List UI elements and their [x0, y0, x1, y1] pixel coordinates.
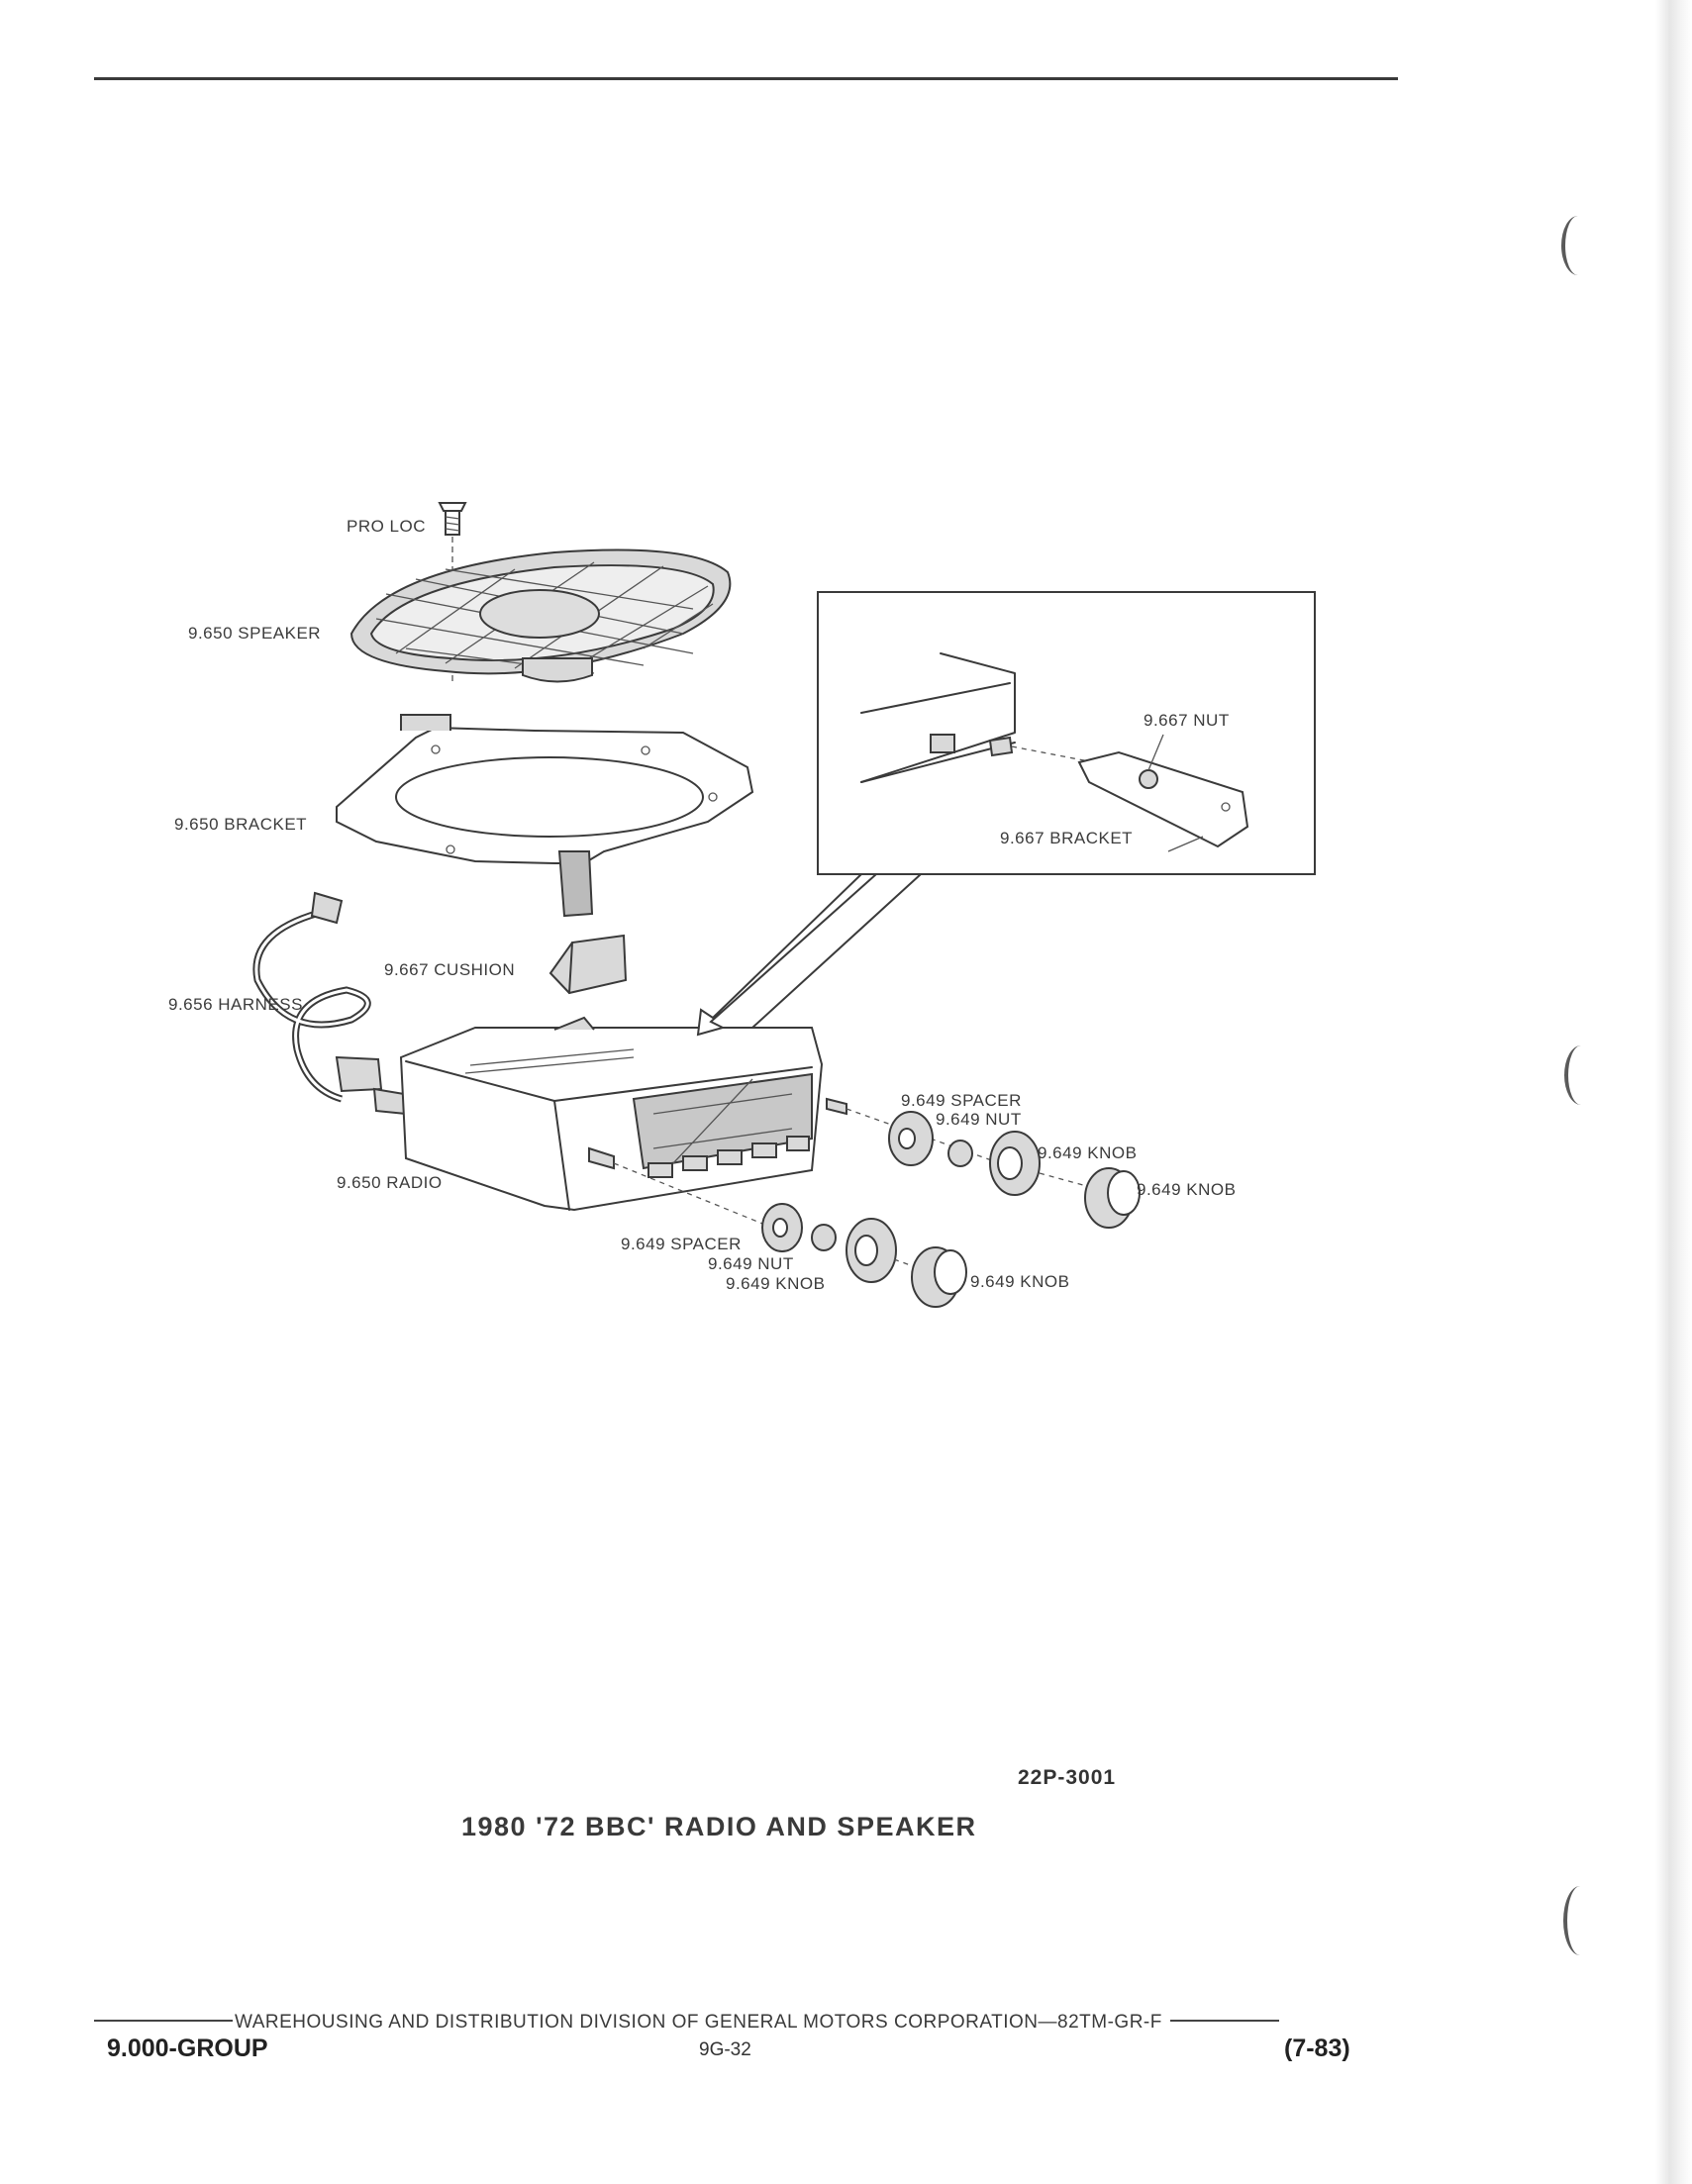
inset-callout-arrow — [696, 873, 922, 1037]
footer-rule-left — [94, 2019, 233, 2022]
footer-page-number: 9G-32 — [699, 2039, 751, 2060]
label-inset-bracket: 9.667 BRACKET — [1000, 829, 1133, 847]
label-right-knob-inner: 9.649 KNOB — [1038, 1143, 1137, 1162]
right-control-hardware — [888, 1111, 1141, 1229]
label-left-spacer: 9.649 SPACER — [621, 1235, 742, 1253]
binder-hole-middle — [1564, 1045, 1598, 1105]
speaker-bracket — [336, 714, 754, 918]
figure-id: 22P-3001 — [1018, 1766, 1117, 1789]
cushion — [548, 934, 628, 995]
label-right-spacer: 9.649 SPACER — [901, 1091, 1022, 1110]
label-inset-nut: 9.667 NUT — [1144, 711, 1230, 730]
label-right-nut: 9.649 NUT — [936, 1110, 1022, 1129]
label-left-nut: 9.649 NUT — [708, 1254, 794, 1273]
left-control-hardware — [761, 1203, 967, 1308]
label-speaker: 9.650 SPEAKER — [188, 624, 321, 643]
binder-hole-bottom — [1563, 1886, 1597, 1955]
label-cushion: 9.667 CUSHION — [384, 960, 515, 979]
figure-caption: 1980 '72 BBC' RADIO AND SPEAKER — [461, 1812, 977, 1841]
wiring-harness — [252, 891, 408, 1116]
label-left-knob-inner: 9.649 KNOB — [726, 1274, 825, 1293]
label-right-knob-outer: 9.649 KNOB — [1137, 1180, 1236, 1199]
detail-inset — [817, 591, 1316, 875]
binder-edge — [1655, 0, 1692, 2184]
speaker — [349, 548, 732, 683]
label-pro-loc: PRO LOC — [347, 517, 426, 536]
label-left-knob-outer: 9.649 KNOB — [970, 1272, 1069, 1291]
header-rule — [94, 77, 1398, 80]
footer-publisher-text: WAREHOUSING AND DISTRIBUTION DIVISION OF… — [235, 2012, 1162, 2033]
radio-unit — [399, 1016, 1001, 1229]
binder-hole-top — [1561, 216, 1595, 275]
label-radio: 9.650 RADIO — [337, 1173, 443, 1192]
footer-revision: (7-83) — [1284, 2035, 1350, 2062]
footer-rule-right — [1169, 2019, 1279, 2022]
footer-group: 9.000-GROUP — [107, 2035, 268, 2062]
label-harness: 9.656 HARNESS — [168, 995, 303, 1014]
footer-publisher-line: WAREHOUSING AND DISTRIBUTION DIVISION OF… — [94, 2012, 1361, 2034]
label-speaker-bracket: 9.650 BRACKET — [174, 815, 307, 834]
